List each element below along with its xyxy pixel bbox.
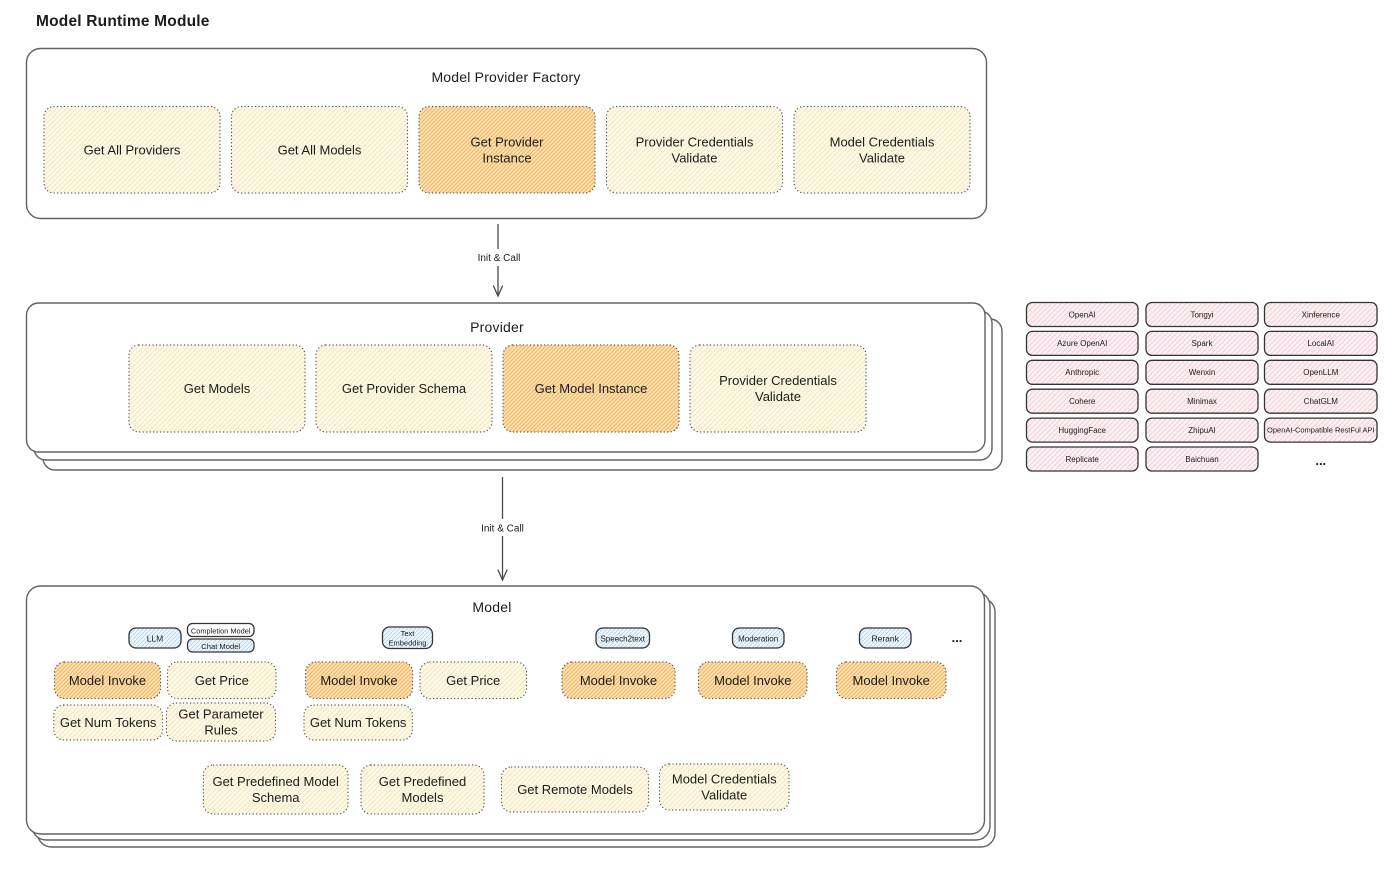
svg-text:Validate: Validate <box>671 150 717 165</box>
svg-text:Instance: Instance <box>482 150 531 165</box>
svg-text:Get Predefined Model: Get Predefined Model <box>212 774 339 789</box>
svg-text:Get Provider Schema: Get Provider Schema <box>342 381 467 396</box>
svg-text:Validate: Validate <box>701 788 747 803</box>
svg-text:Speech2text: Speech2text <box>600 635 645 644</box>
svg-text:Provider Credentials: Provider Credentials <box>636 134 754 149</box>
svg-text:...: ... <box>1315 453 1326 468</box>
svg-text:OpenAI: OpenAI <box>1069 310 1096 319</box>
svg-text:OpenAI-Compatible RestFul API: OpenAI-Compatible RestFul API <box>1267 426 1375 435</box>
svg-text:Model Invoke: Model Invoke <box>320 673 397 688</box>
svg-text:Get Price: Get Price <box>446 673 500 688</box>
svg-text:Completion Model: Completion Model <box>191 626 251 635</box>
svg-text:ZhipuAI: ZhipuAI <box>1188 426 1216 435</box>
svg-text:Minimax: Minimax <box>1187 397 1217 406</box>
svg-text:LocalAI: LocalAI <box>1307 339 1334 348</box>
svg-text:Baichuan: Baichuan <box>1185 455 1218 464</box>
svg-text:Model Credentials: Model Credentials <box>672 772 777 787</box>
svg-text:Get Num Tokens: Get Num Tokens <box>310 715 407 730</box>
svg-text:Get Parameter: Get Parameter <box>178 707 264 722</box>
svg-text:Validate: Validate <box>859 150 905 165</box>
svg-text:Azure OpenAI: Azure OpenAI <box>1057 339 1107 348</box>
svg-text:Init & Call: Init & Call <box>481 524 524 535</box>
svg-text:Rerank: Rerank <box>871 634 899 644</box>
svg-text:ChatGLM: ChatGLM <box>1304 397 1339 406</box>
svg-text:Validate: Validate <box>755 389 801 404</box>
svg-text:Xinference: Xinference <box>1302 310 1341 319</box>
svg-text:Init & Call: Init & Call <box>478 253 521 264</box>
svg-text:Model Invoke: Model Invoke <box>69 673 146 688</box>
svg-text:Model Credentials: Model Credentials <box>830 134 935 149</box>
svg-text:Model Invoke: Model Invoke <box>853 673 930 688</box>
svg-text:Get Model Instance: Get Model Instance <box>535 381 648 396</box>
svg-text:HuggingFace: HuggingFace <box>1058 426 1106 435</box>
svg-text:Provider: Provider <box>470 319 524 335</box>
svg-text:Provider Credentials: Provider Credentials <box>719 373 837 388</box>
svg-text:Get All Models: Get All Models <box>278 142 362 157</box>
svg-text:Get All Providers: Get All Providers <box>84 142 181 157</box>
svg-text:OpenLLM: OpenLLM <box>1303 368 1338 377</box>
svg-text:Get Predefined: Get Predefined <box>379 774 466 789</box>
svg-text:Models: Models <box>402 790 444 805</box>
svg-text:Wenxin: Wenxin <box>1189 368 1216 377</box>
svg-text:Text: Text <box>401 629 416 638</box>
svg-text:Model Invoke: Model Invoke <box>580 673 657 688</box>
svg-text:Spark: Spark <box>1192 339 1214 348</box>
svg-text:Replicate: Replicate <box>1066 455 1100 464</box>
svg-text:Get Price: Get Price <box>195 673 249 688</box>
svg-text:Model Invoke: Model Invoke <box>714 673 791 688</box>
svg-text:Model Runtime Module: Model Runtime Module <box>36 13 210 30</box>
svg-text:Get Provider: Get Provider <box>471 134 545 149</box>
svg-text:Rules: Rules <box>204 723 238 738</box>
svg-text:Get Num Tokens: Get Num Tokens <box>60 715 157 730</box>
svg-text:LLM: LLM <box>147 634 164 644</box>
svg-text:Get Remote Models: Get Remote Models <box>517 782 633 797</box>
svg-text:Embedding: Embedding <box>389 639 427 648</box>
svg-text:Model: Model <box>472 599 511 615</box>
svg-text:Cohere: Cohere <box>1069 397 1096 406</box>
svg-text:Chat Model: Chat Model <box>201 642 240 651</box>
svg-text:...: ... <box>952 630 963 645</box>
svg-text:Moderation: Moderation <box>738 635 778 644</box>
svg-text:Model Provider Factory: Model Provider Factory <box>431 69 580 85</box>
svg-text:Tongyi: Tongyi <box>1190 310 1213 319</box>
svg-text:Anthropic: Anthropic <box>1065 368 1099 377</box>
svg-text:Schema: Schema <box>252 790 300 805</box>
svg-text:Get Models: Get Models <box>184 381 251 396</box>
